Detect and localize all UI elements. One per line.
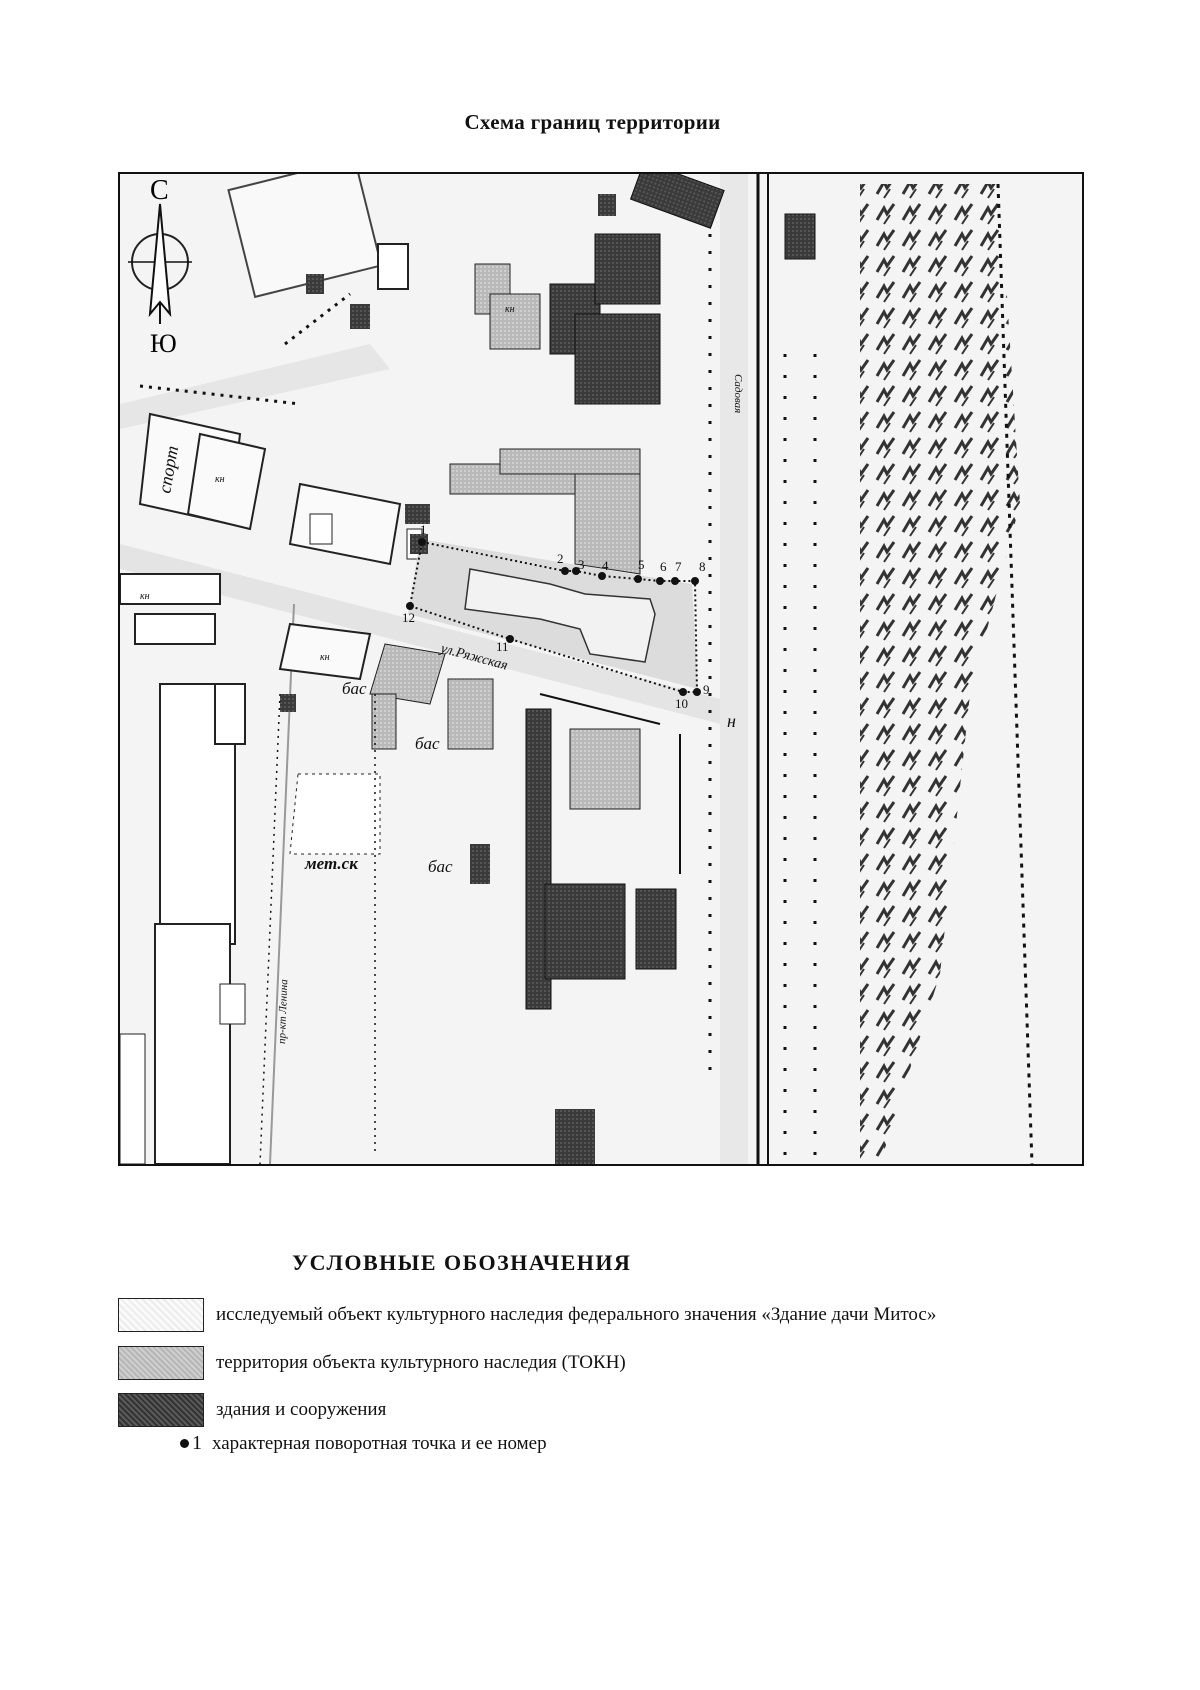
- turning-point-label: 10: [675, 696, 688, 711]
- turning-point-label: 3: [578, 557, 585, 572]
- turning-point-1: [418, 538, 426, 546]
- area-metsk: [289, 773, 381, 855]
- compass-icon: [128, 203, 192, 324]
- building: [598, 194, 616, 216]
- turning-point-6: [656, 577, 664, 585]
- turning-point-label: 2: [557, 551, 564, 566]
- turning-point-label: 11: [496, 639, 509, 654]
- label-street-vertical: пр-кт Ленина: [276, 979, 290, 1044]
- label-kn: кн: [320, 652, 330, 663]
- turning-point-12: [406, 602, 414, 610]
- building: [574, 473, 641, 575]
- building: [635, 888, 677, 970]
- turning-point-9: [693, 688, 701, 696]
- legend-item-tokn: территория объекта культурного наследия …: [118, 1345, 626, 1381]
- building: [350, 304, 370, 329]
- legend-label: исследуемый объект культурного наследия …: [216, 1304, 937, 1325]
- building: [629, 174, 725, 229]
- turning-point-4: [598, 572, 606, 580]
- turning-point-8: [691, 577, 699, 585]
- building: [369, 643, 446, 705]
- building: [574, 313, 661, 405]
- map-canvas: С Ю кн кн кн кн спорт бас бас бас мет.ск…: [120, 174, 1082, 1164]
- label-bas: бас: [428, 857, 453, 876]
- shore-line: [996, 183, 1034, 1164]
- label-bas: бас: [342, 679, 367, 698]
- heritage-object: [464, 568, 656, 663]
- legend-heading: УСЛОВНЫЕ ОБОЗНАЧЕНИЯ: [292, 1250, 632, 1275]
- legend-item-point: 1 характерная поворотная точка и ее номе…: [180, 1432, 547, 1455]
- turning-point-label: 9: [703, 682, 710, 697]
- turning-point-label: 8: [699, 559, 706, 574]
- label-kn: кн: [505, 304, 515, 315]
- building: [470, 844, 490, 884]
- building: [186, 432, 267, 531]
- legend-item-object: исследуемый объект культурного наследия …: [118, 1297, 936, 1333]
- building: [371, 693, 397, 750]
- turning-point-label: 6: [660, 559, 667, 574]
- road-main: [120, 544, 740, 729]
- building: [544, 883, 626, 980]
- legend-point-number: 1: [192, 1432, 202, 1454]
- turning-point-label: 12: [402, 610, 415, 625]
- building: [280, 694, 296, 712]
- turning-point-2: [561, 567, 569, 575]
- legend-label: территория объекта культурного наследия …: [216, 1352, 626, 1373]
- label-kn: кн: [215, 474, 225, 485]
- turning-point-icon: [180, 1439, 189, 1448]
- label-kn: кн: [140, 591, 150, 602]
- building: [489, 293, 541, 350]
- turning-point-label: 4: [602, 558, 609, 573]
- label-bas: бас: [415, 734, 440, 753]
- building: [447, 678, 494, 750]
- building: [569, 728, 641, 810]
- legend-item-buildings: здания и сооружения: [118, 1392, 386, 1428]
- embankment-hatch: [860, 184, 1020, 1164]
- building: [120, 573, 221, 605]
- label-metsk: мет.ск: [304, 854, 358, 873]
- building: [219, 983, 246, 1025]
- label-n: н: [727, 711, 736, 731]
- building: [309, 513, 333, 545]
- building: [154, 923, 231, 1164]
- turning-point-label: 5: [638, 557, 645, 572]
- building: [784, 213, 816, 260]
- turning-point-5: [634, 575, 642, 583]
- tokn-swatch-icon: [118, 1346, 204, 1380]
- turning-point-11: [506, 635, 514, 643]
- road-vertical: [720, 174, 748, 1164]
- turning-point-7: [671, 577, 679, 585]
- building: [214, 683, 246, 745]
- building: [555, 1109, 595, 1164]
- map[interactable]: С Ю кн кн кн кн спорт бас бас бас мет.ск…: [118, 172, 1084, 1166]
- turning-point-label: 7: [675, 559, 682, 574]
- building: [120, 1033, 146, 1164]
- turning-point-10: [679, 688, 687, 696]
- turning-point-label: 1: [420, 522, 427, 537]
- building: [594, 233, 661, 305]
- legend-label: характерная поворотная точка и ее номер: [212, 1432, 547, 1454]
- building: [306, 274, 324, 294]
- building: [278, 622, 372, 681]
- compass-south: Ю: [150, 329, 177, 358]
- building-swatch-icon: [118, 1393, 204, 1427]
- building: [377, 243, 409, 290]
- label-road: Садовая: [732, 374, 744, 413]
- building: [499, 448, 641, 475]
- turning-point-3: [572, 567, 580, 575]
- road-upper: [120, 344, 390, 429]
- legend-label: здания и сооружения: [216, 1399, 387, 1420]
- compass-north: С: [150, 175, 169, 206]
- object-swatch-icon: [118, 1298, 204, 1332]
- page-title: Схема границ территории: [464, 110, 721, 134]
- building: [134, 613, 216, 645]
- building: [405, 504, 430, 524]
